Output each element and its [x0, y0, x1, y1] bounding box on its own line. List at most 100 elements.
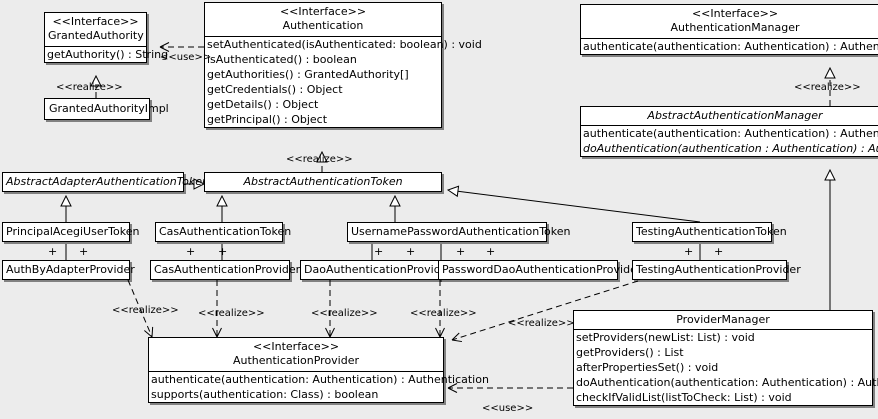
- operations-compartment: setAuthenticated(isAuthenticated: boolea…: [205, 37, 482, 127]
- class-username-password-authentication-token[interactable]: UsernamePasswordAuthenticationToken: [347, 222, 571, 242]
- divider: [149, 371, 443, 372]
- class-abstract-adapter-authentication-token[interactable]: AbstractAdapterAuthenticationToken: [2, 172, 209, 192]
- assoc-role-mark: +: [48, 245, 58, 258]
- class-name-label: DaoAuthenticationProvider: [304, 263, 452, 276]
- operations-compartment: authenticate(authentication: Authenticat…: [581, 126, 878, 156]
- operation-row: getDetails() : Object: [207, 98, 319, 111]
- operations-compartment: getAuthority() : String: [45, 47, 169, 62]
- class-header: PrincipalAcegiUserToken: [3, 223, 140, 241]
- stereotype-label: <<Interface>>: [691, 7, 779, 20]
- class-granted-authority[interactable]: <<Interface>> GrantedAuthority getAuthor…: [44, 12, 169, 63]
- class-name-label: PasswordDaoAuthenticationProvider: [442, 263, 642, 276]
- operation-row: isAuthenticated() : boolean: [207, 53, 357, 66]
- class-header: CasAuthenticationToken: [156, 223, 292, 241]
- class-provider-manager[interactable]: ProviderManager setProviders(newList: Li…: [573, 310, 878, 406]
- assoc-role-mark: +: [684, 245, 694, 258]
- edge-label-use-grantedauthority: <<use>>: [160, 52, 212, 63]
- edge-label-realize-abstractauthmanager: <<realize>>: [794, 82, 861, 93]
- assoc-role-mark: +: [406, 245, 416, 258]
- operation-row: afterPropertiesSet() : void: [576, 361, 719, 374]
- class-header: CasAuthenticationProvider: [151, 261, 301, 279]
- operations-compartment: authenticate(authentication: Authenticat…: [581, 39, 878, 54]
- class-name-label: ProviderManager: [676, 313, 770, 326]
- class-header: TestingAuthenticationProvider: [633, 261, 801, 279]
- class-name-label: PrincipalAcegiUserToken: [6, 225, 140, 238]
- class-name-label: GrantedAuthority: [48, 29, 144, 42]
- assoc-role-mark: +: [714, 245, 724, 258]
- operation-row: checkIfValidList(listToCheck: List) : vo…: [576, 391, 792, 404]
- assoc-role-mark: +: [218, 245, 228, 258]
- class-authentication[interactable]: <<Interface>> Authentication setAuthenti…: [204, 2, 482, 128]
- class-abstract-authentication-manager[interactable]: AbstractAuthenticationManager authentica…: [580, 106, 878, 157]
- class-header: AuthByAdapterProvider: [3, 261, 135, 279]
- class-name-label: AuthByAdapterProvider: [6, 263, 135, 276]
- class-granted-authority-impl[interactable]: GrantedAuthorityImpl: [44, 98, 169, 120]
- divider: [581, 125, 878, 126]
- class-header: TestingAuthenticationToken: [633, 223, 787, 241]
- operation-row: getCredentials() : Object: [207, 83, 343, 96]
- class-name-label: AbstractAdapterAuthenticationToken: [6, 175, 209, 188]
- divider: [205, 36, 441, 37]
- edge-label-realize-authbyadapter: <<realize>>: [112, 305, 179, 316]
- class-header: <<Interface>> Authentication: [205, 3, 441, 36]
- class-testing-authentication-token[interactable]: TestingAuthenticationToken: [632, 222, 787, 242]
- edge-label-realize-daoprovider: <<realize>>: [311, 308, 378, 319]
- operation-row: getPrincipal() : Object: [207, 113, 328, 126]
- operation-row: supports(authentication: Class) : boolea…: [151, 388, 379, 401]
- divider: [45, 46, 146, 47]
- class-principal-acegi-user-token[interactable]: PrincipalAcegiUserToken: [2, 222, 140, 242]
- class-password-dao-authentication-provider[interactable]: PasswordDaoAuthenticationProvider: [438, 260, 642, 280]
- class-header: <<Interface>> AuthenticationProvider: [149, 338, 443, 371]
- assoc-role-mark: +: [186, 245, 196, 258]
- class-auth-by-adapter-provider[interactable]: AuthByAdapterProvider: [2, 260, 135, 280]
- operation-row: getAuthority() : String: [47, 48, 169, 61]
- class-header: AbstractAuthenticationToken: [205, 173, 441, 191]
- class-name-label: CasAuthenticationProvider: [154, 263, 301, 276]
- assoc-role-mark: +: [79, 245, 89, 258]
- operation-row: setProviders(newList: List) : void: [576, 331, 755, 344]
- operations-compartment: authenticate(authentication: Authenticat…: [149, 372, 489, 402]
- operation-row: authenticate(authentication: Authenticat…: [151, 373, 489, 386]
- class-header: UsernamePasswordAuthenticationToken: [348, 223, 571, 241]
- class-name-label: UsernamePasswordAuthenticationToken: [351, 225, 571, 238]
- operation-row: getAuthorities() : GrantedAuthority[]: [207, 68, 409, 81]
- assoc-role-mark: +: [486, 245, 496, 258]
- class-header: <<Interface>> AuthenticationManager: [581, 5, 878, 38]
- operations-compartment: setProviders(newList: List) : void getPr…: [574, 330, 878, 405]
- edge-label-realize-casprovider: <<realize>>: [198, 308, 265, 319]
- class-dao-authentication-provider[interactable]: DaoAuthenticationProvider: [300, 260, 452, 280]
- class-name-label: TestingAuthenticationToken: [636, 225, 787, 238]
- operation-row: authenticate(authentication: Authenticat…: [583, 40, 878, 53]
- class-testing-authentication-provider[interactable]: TestingAuthenticationProvider: [632, 260, 801, 280]
- assoc-role-mark: +: [374, 245, 384, 258]
- class-header: ProviderManager: [574, 311, 872, 329]
- class-cas-authentication-token[interactable]: CasAuthenticationToken: [155, 222, 292, 242]
- operation-row: setAuthenticated(isAuthenticated: boolea…: [207, 38, 482, 51]
- edge-label-realize-abstractauthtoken: <<realize>>: [286, 154, 353, 165]
- class-name-label: TestingAuthenticationProvider: [636, 263, 801, 276]
- class-header: DaoAuthenticationProvider: [301, 261, 452, 279]
- class-header: <<Interface>> GrantedAuthority: [45, 13, 146, 46]
- class-header: GrantedAuthorityImpl: [45, 99, 169, 119]
- assoc-role-mark: +: [456, 245, 466, 258]
- stereotype-label: <<Interface>>: [52, 15, 139, 28]
- operation-row: getProviders() : List: [576, 346, 684, 359]
- edge-label-realize-passworddaoprovider: <<realize>>: [410, 308, 477, 319]
- class-authentication-manager[interactable]: <<Interface>> AuthenticationManager auth…: [580, 4, 878, 55]
- edge-label-use-providermanager: <<use>>: [482, 403, 534, 414]
- class-name-label: CasAuthenticationToken: [159, 225, 292, 238]
- class-name-label: Authentication: [282, 19, 364, 32]
- divider: [581, 38, 878, 39]
- class-name-label: AbstractAuthenticationManager: [647, 109, 823, 122]
- class-abstract-authentication-token[interactable]: AbstractAuthenticationToken: [204, 172, 442, 192]
- edge-label-realize-testingprovider: <<realize>>: [508, 318, 575, 329]
- stereotype-label: <<Interface>>: [279, 5, 367, 18]
- class-cas-authentication-provider[interactable]: CasAuthenticationProvider: [150, 260, 301, 280]
- operation-row: authenticate(authentication: Authenticat…: [583, 127, 878, 140]
- stereotype-label: <<Interface>>: [252, 340, 340, 353]
- class-header: AbstractAdapterAuthenticationToken: [3, 173, 209, 191]
- class-header: AbstractAuthenticationManager: [581, 107, 878, 125]
- class-authentication-provider[interactable]: <<Interface>> AuthenticationProvider aut…: [148, 337, 489, 403]
- operation-row: doAuthentication(authentication : Authen…: [583, 142, 878, 155]
